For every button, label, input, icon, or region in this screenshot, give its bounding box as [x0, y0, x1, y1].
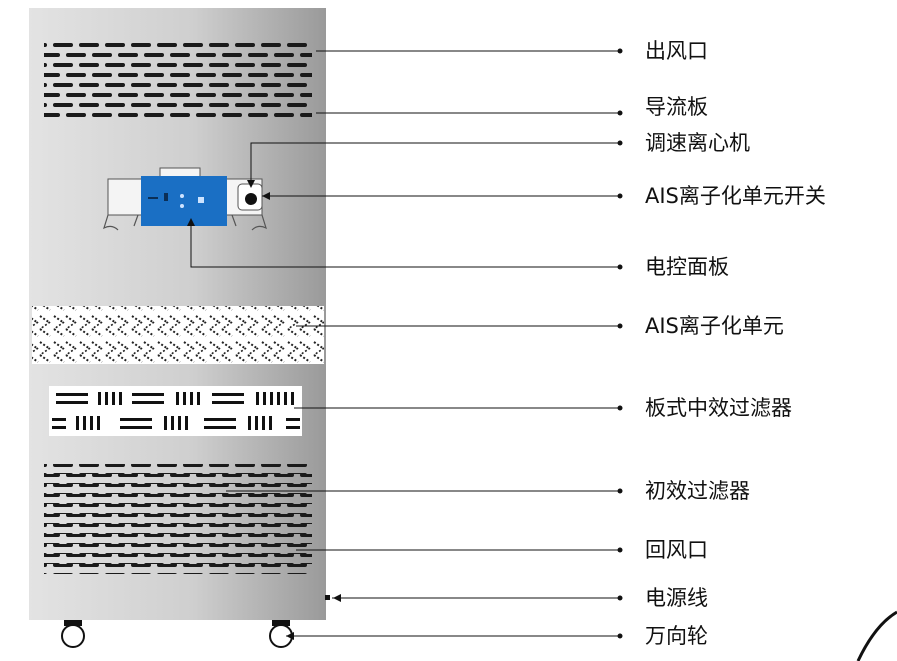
caster-left	[61, 620, 85, 648]
label-centrifugal-fan: 调速离心机	[645, 131, 750, 155]
power-cord	[325, 595, 330, 600]
label-medium-filter: 板式中效过滤器	[645, 396, 792, 420]
label-ais-switch: AIS离子化单元开关	[645, 184, 826, 208]
label-control-panel: 电控面板	[645, 255, 729, 279]
label-caster: 万向轮	[645, 624, 708, 648]
arrowhead-fan	[247, 180, 255, 188]
caster-right	[269, 620, 293, 648]
arrowhead-caster	[286, 632, 294, 640]
label-outlet: 出风口	[645, 39, 708, 63]
arrowhead-ais-switch	[262, 192, 270, 200]
label-power-cord: 电源线	[645, 586, 708, 610]
ais-ionization-unit	[32, 306, 324, 364]
leader-fan	[250, 142, 620, 182]
outlet-grille	[44, 42, 312, 120]
label-primary-filter: 初效过滤器	[645, 479, 750, 503]
label-return-air: 回风口	[645, 538, 708, 562]
control-panel	[141, 176, 227, 226]
label-deflector: 导流板	[645, 95, 708, 119]
ais-switch	[237, 183, 263, 211]
panel-medium-filter	[49, 386, 302, 436]
return-air-grille	[44, 464, 312, 574]
label-ais-unit: AIS离子化单元	[645, 314, 784, 338]
corner-arc	[856, 610, 897, 661]
arrowhead-control-panel	[187, 218, 195, 226]
arrowhead-power-cord	[333, 594, 341, 602]
leader-control-panel	[190, 222, 620, 268]
